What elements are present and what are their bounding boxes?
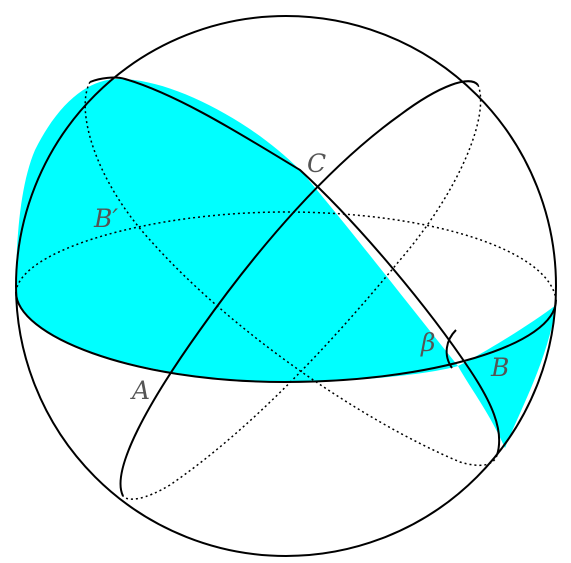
label-c: C — [307, 149, 326, 178]
beta-angle-arc — [445, 329, 457, 369]
label-b-prime: B′ — [93, 204, 118, 233]
great-circle-bprime-b-front — [89, 76, 501, 456]
equator-back — [15, 211, 557, 301]
label-b: B — [490, 353, 509, 382]
great-circle-a-c-front — [119, 80, 479, 497]
sphere-outline — [15, 15, 557, 557]
label-a: A — [130, 376, 150, 405]
label-beta: β — [420, 328, 435, 357]
great-circle-a-c-back — [122, 84, 482, 500]
shaded-lune-right — [458, 305, 556, 448]
equator-front — [15, 291, 557, 384]
shaded-lune-left — [16, 78, 458, 382]
